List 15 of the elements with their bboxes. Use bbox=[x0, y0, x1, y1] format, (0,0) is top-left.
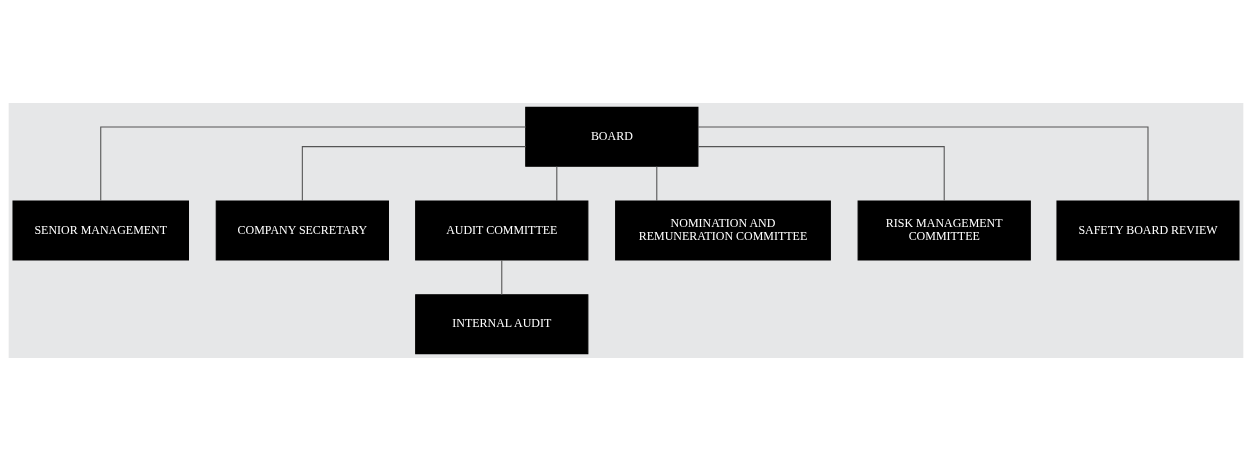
connector bbox=[697, 126, 1149, 202]
node-box: SAFETY BOARD REVIEW bbox=[1056, 200, 1240, 261]
node-box: AUDIT COMMITTEE bbox=[415, 200, 589, 261]
node-box: COMPANY SECRETARY bbox=[215, 200, 389, 261]
connector bbox=[501, 259, 503, 296]
connector bbox=[656, 165, 658, 202]
node-box: BOARD bbox=[525, 106, 699, 167]
connector bbox=[301, 146, 527, 202]
node-box: RISK MANAGEMENT COMMITTEE bbox=[857, 200, 1031, 261]
node-box: SENIOR MANAGEMENT bbox=[12, 200, 189, 261]
node-box: NOMINATION AND REMUNERATION COMMITTEE bbox=[615, 200, 831, 261]
node-box: INTERNAL AUDIT bbox=[415, 294, 589, 355]
connector bbox=[556, 165, 558, 202]
connector bbox=[100, 126, 527, 202]
connector bbox=[697, 146, 945, 202]
